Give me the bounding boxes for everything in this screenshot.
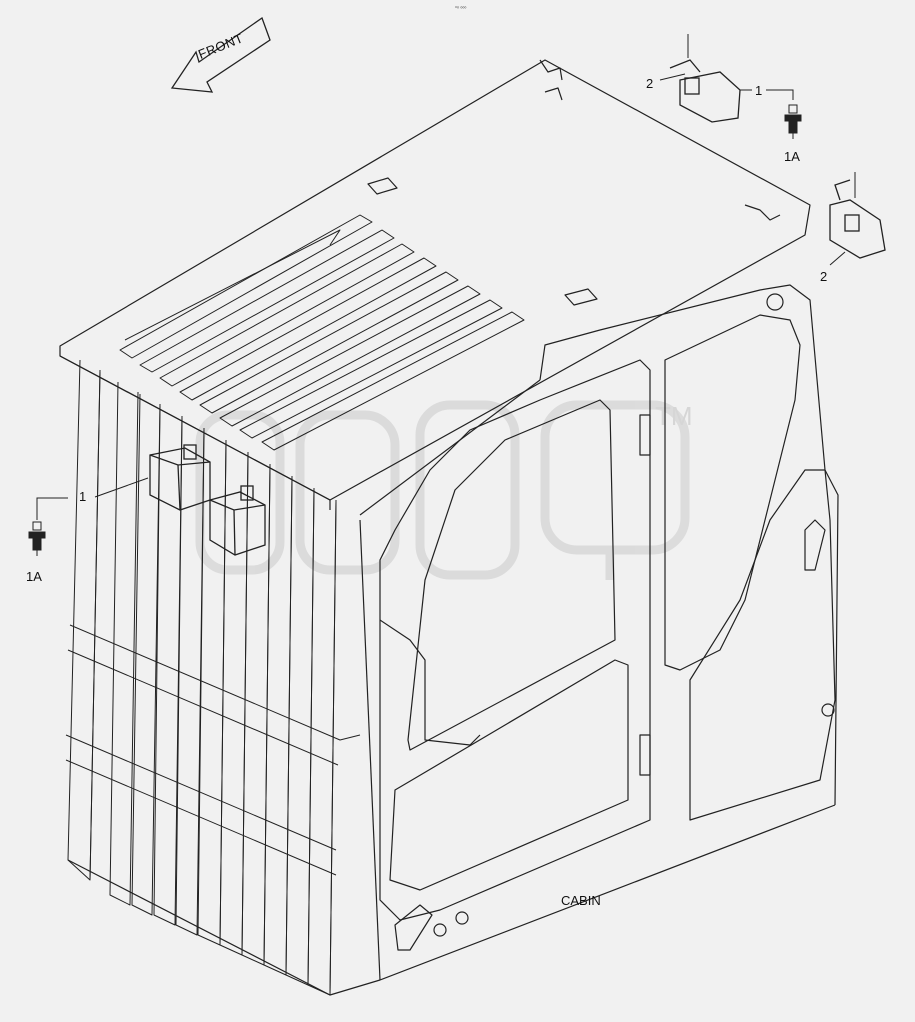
callout-leaders <box>36 34 856 520</box>
cabin-body <box>59 59 839 996</box>
callout-top-lamp: 1 <box>755 83 763 98</box>
callout-top-bracket: 2 <box>646 76 654 91</box>
trademark-watermark-icon: TM <box>655 401 693 431</box>
corner-note: °⁰ ⁰⁰⁰ <box>455 6 467 12</box>
bulb-icon-left <box>28 521 46 556</box>
assembly-label: CABIN <box>561 893 601 908</box>
callout-top-bulb: 1A <box>784 149 800 164</box>
callout-left-lamp: 1 <box>79 489 87 504</box>
callout-right-bracket: 2 <box>820 269 828 284</box>
front-arrow <box>170 16 271 93</box>
callout-left-bulb: 1A <box>26 569 42 584</box>
work-lamp-top-rear <box>669 59 741 123</box>
bulb-icon-top <box>784 104 802 139</box>
work-lamp-left-front-2 <box>209 485 266 556</box>
work-lamp-right-rear <box>829 179 886 259</box>
watermark <box>195 400 690 580</box>
